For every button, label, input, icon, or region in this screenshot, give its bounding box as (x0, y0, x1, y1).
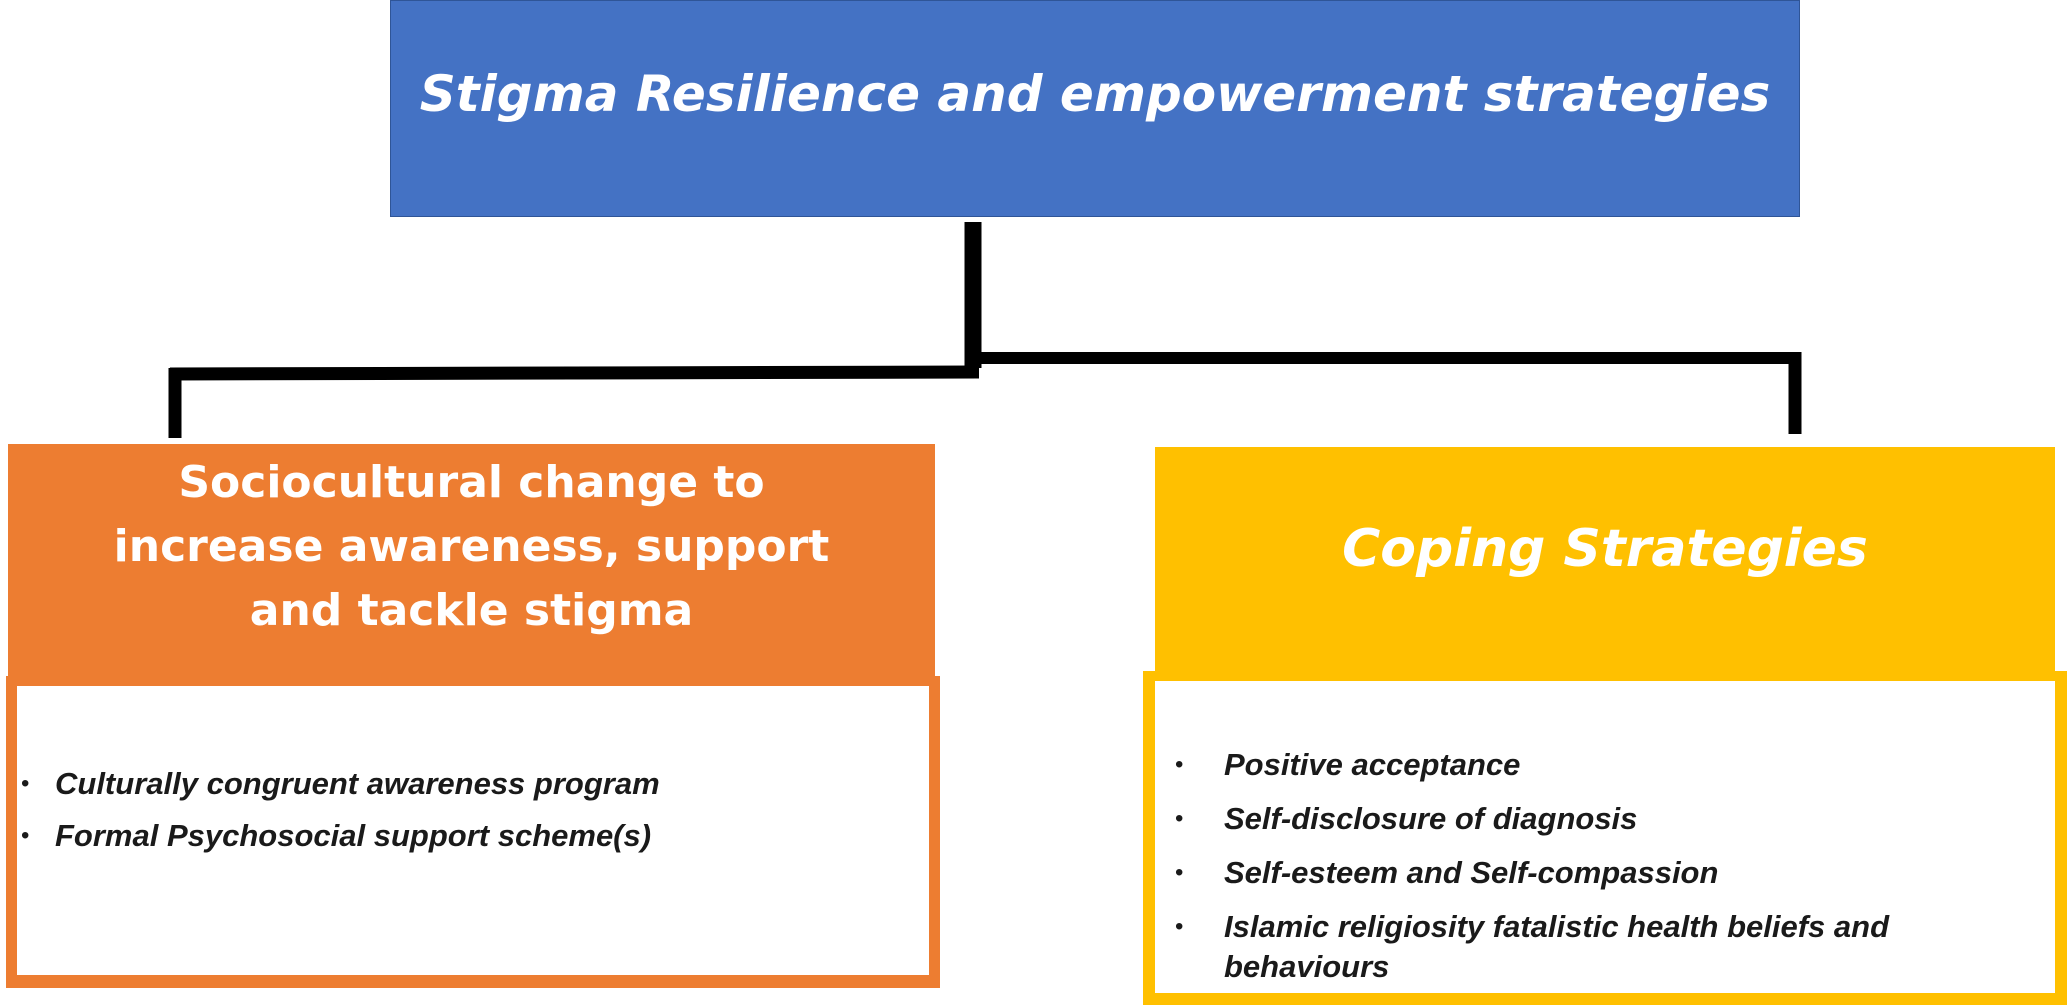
branch-header-coping: Coping Strategies (1155, 447, 2055, 680)
list-item-text: Self-disclosure of diagnosis (1224, 801, 1638, 836)
bullet-dot-icon: • (21, 770, 30, 797)
list-item: • Positive acceptance (1155, 745, 2014, 785)
list-item: • Culturally congruent awareness program (17, 764, 929, 804)
connector-left-horizontal (169, 365, 980, 381)
branch-title-sociocultural: Sociocultural change to increase awarene… (113, 457, 830, 636)
bullet-dot-icon: • (1175, 859, 1184, 886)
branch-list-coping: • Positive acceptance • Self-disclosure … (1143, 671, 2067, 1005)
list-item-text: Self-esteem and Self-compassion (1224, 855, 1719, 890)
branch-title-coping: Coping Strategies (1342, 518, 1868, 579)
root-title: Stigma Resilience and empowerment strate… (419, 64, 1771, 123)
bullet-dot-icon: • (1175, 913, 1184, 940)
bullet-dot-icon: • (1175, 751, 1184, 778)
list-item: • Islamic religiosity fatalistic health … (1155, 907, 2014, 987)
list-item: • Formal Psychosocial support scheme(s) (17, 816, 929, 856)
branch-list-sociocultural: • Culturally congruent awareness program… (6, 676, 940, 988)
bullet-dot-icon: • (21, 822, 30, 849)
list-item-text: Islamic religiosity fatalistic health be… (1224, 909, 1890, 984)
list-item: • Self-disclosure of diagnosis (1155, 799, 2014, 839)
list-item-text: Positive acceptance (1224, 747, 1521, 782)
branch-header-sociocultural: Sociocultural change to increase awarene… (8, 444, 935, 680)
list-item: • Self-esteem and Self-compassion (1155, 853, 2014, 893)
list-item-text: Culturally congruent awareness program (55, 766, 660, 801)
list-item-text: Formal Psychosocial support scheme(s) (55, 818, 652, 853)
bullet-dot-icon: • (1175, 805, 1184, 832)
root-node: Stigma Resilience and empowerment strate… (390, 0, 1800, 217)
